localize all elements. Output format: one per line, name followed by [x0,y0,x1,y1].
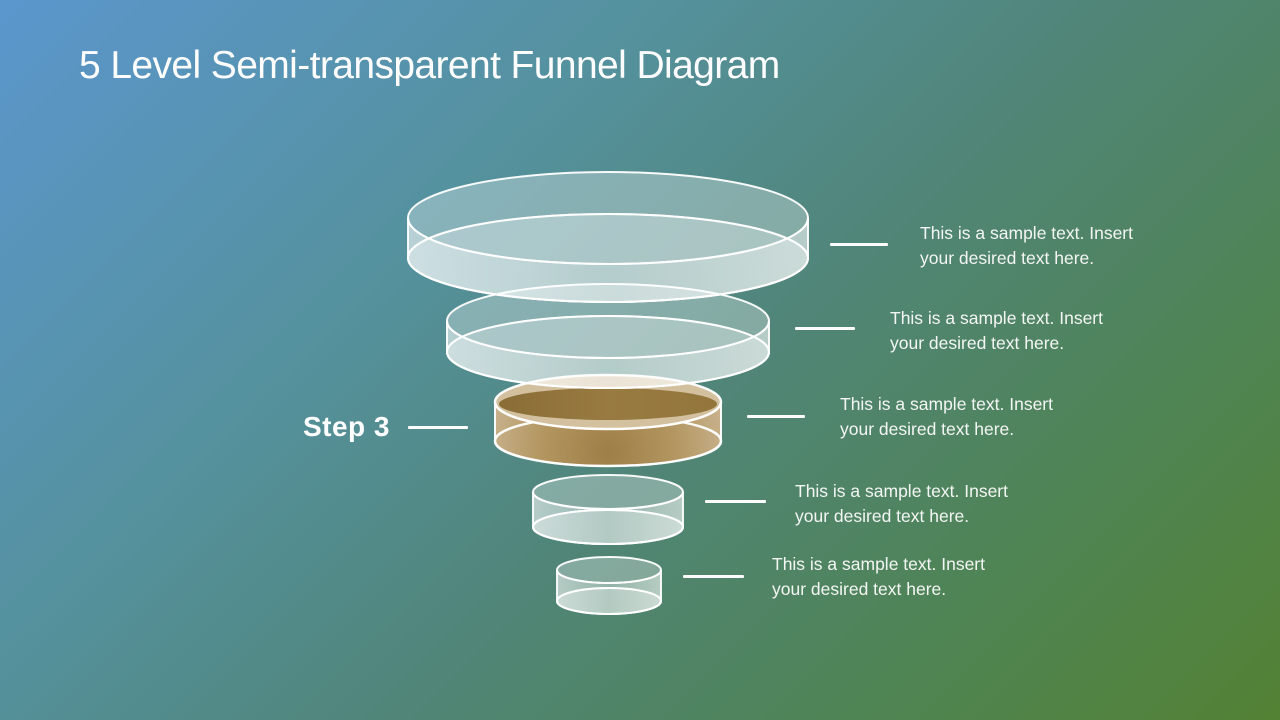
callout-text-level-3-line-1: This is a sample text. Insert [840,394,1053,414]
callout-text-level-5-line-2: your desired text here. [772,579,947,599]
callout-text-level-3: This is a sample text. Insert your desir… [840,392,1053,442]
callout-text-level-4-line-1: This is a sample text. Insert [795,481,1008,501]
callout-text-level-5: This is a sample text. Insert your desir… [772,552,985,602]
callout-text-level-2: This is a sample text. Insert your desir… [890,306,1103,356]
funnel-level-4-shape [532,474,684,545]
callout-line-level-1 [830,243,888,246]
callout-text-level-2-line-1: This is a sample text. Insert [890,308,1103,328]
callout-text-level-1: This is a sample text. Insert your desir… [920,221,1133,271]
callout-text-level-1-line-1: This is a sample text. Insert [920,223,1133,243]
callout-text-level-2-line-2: your desired text here. [890,333,1065,353]
step-3-leader-line [408,426,468,429]
step-3-label: Step 3 [302,411,390,442]
callout-text-level-4-line-2: your desired text here. [795,506,970,526]
funnel-level-1-shape [407,171,809,303]
callout-text-level-1-line-2: your desired text here. [920,248,1095,268]
page-title: 5 Level Semi-transparent Funnel Diagram [79,44,780,87]
funnel-level-3-shape-highlighted [493,373,723,468]
callout-text-level-5-line-1: This is a sample text. Insert [772,554,985,574]
callout-line-level-3 [747,415,805,418]
funnel-level-5-shape [556,556,662,615]
callout-line-level-2 [795,327,855,330]
callout-text-level-3-line-2: your desired text here. [840,419,1015,439]
callout-line-level-4 [705,500,766,503]
funnel-level-2-shape [446,283,770,389]
callout-line-level-5 [683,575,744,578]
callout-text-level-4: This is a sample text. Insert your desir… [795,479,1008,529]
